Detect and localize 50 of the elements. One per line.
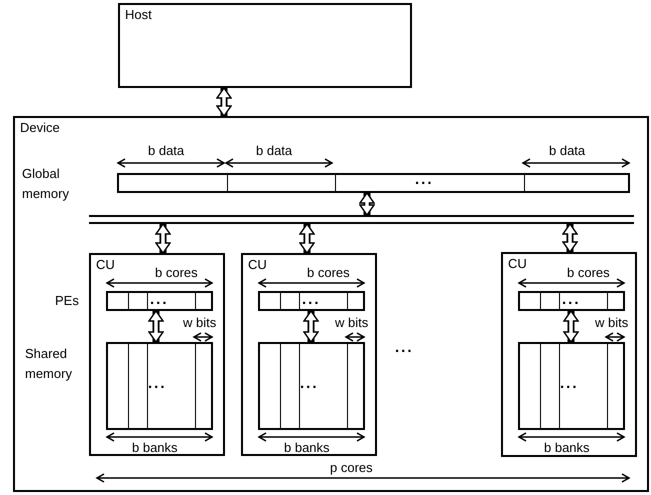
container-box <box>241 253 377 456</box>
node-title: CU <box>96 257 115 272</box>
ellipsis: ... <box>415 172 434 187</box>
memory-bar <box>89 215 634 224</box>
double-arrow <box>563 310 579 343</box>
double-arrow <box>303 310 319 343</box>
memory-box <box>106 342 213 430</box>
memory-bar <box>518 291 625 311</box>
text-label: b banks <box>284 440 330 455</box>
memory-bar <box>258 291 365 311</box>
container-box <box>501 252 637 457</box>
memory-box <box>258 342 365 430</box>
memory-bar <box>117 173 630 193</box>
text-label: b cores <box>155 265 198 280</box>
node-title: CU <box>248 257 267 272</box>
node-title: CU <box>508 256 527 271</box>
ellipsis: ... <box>302 292 321 307</box>
ellipsis: ... <box>300 376 319 391</box>
text-label: b banks <box>132 440 178 455</box>
text-label: b cores <box>567 265 610 280</box>
text-label: Shared memory <box>25 345 73 383</box>
double-arrow <box>155 223 171 254</box>
text-label: PEs <box>55 293 79 308</box>
container-box <box>89 253 225 456</box>
ellipsis: ... <box>560 376 579 391</box>
ellipsis: ... <box>562 292 581 307</box>
text-label: b data <box>148 143 184 158</box>
node-title: Device <box>20 120 60 135</box>
text-label: p cores <box>330 460 373 475</box>
text-label: b banks <box>544 440 590 455</box>
text-label: b cores <box>307 265 350 280</box>
text-label: b data <box>256 143 292 158</box>
double-arrow <box>216 87 232 117</box>
text-label: w bits <box>595 315 628 330</box>
container-box <box>13 116 649 492</box>
double-arrow <box>359 192 375 216</box>
memory-box <box>518 342 625 430</box>
ellipsis: ... <box>150 292 169 307</box>
ellipsis: ... <box>148 376 167 391</box>
ellipsis: ... <box>395 340 414 355</box>
double-arrow <box>562 223 578 253</box>
double-arrow <box>148 310 164 343</box>
text-label: Global memory <box>22 165 70 203</box>
double-arrow <box>299 223 315 254</box>
text-label: b data <box>549 143 586 158</box>
host-box <box>118 3 412 88</box>
node-title: Host <box>125 7 152 22</box>
text-label: w bits <box>335 315 368 330</box>
memory-bar <box>106 291 213 311</box>
text-label: w bits <box>183 315 216 330</box>
